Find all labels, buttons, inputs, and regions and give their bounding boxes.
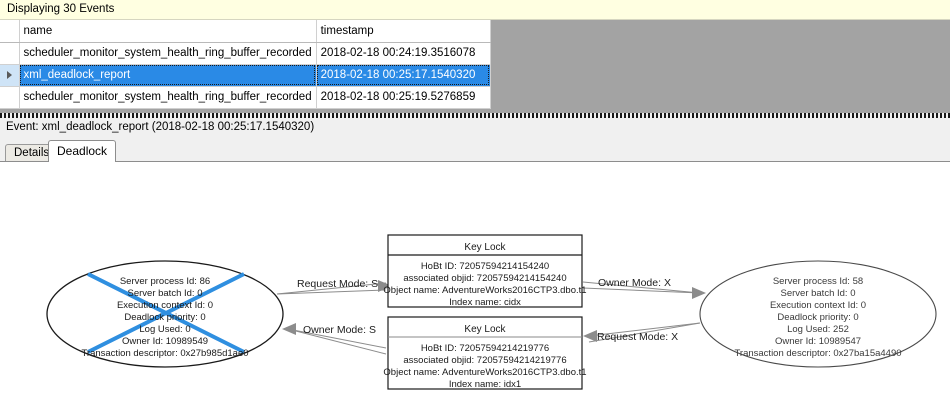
edge-right-request-label: Request Mode: X (597, 331, 678, 343)
tab-details[interactable]: Details (5, 144, 59, 162)
keylock-top-line-1: associated objid: 72057594214154240 (403, 273, 566, 284)
process-right-line-2: Execution context Id: 0 (770, 300, 866, 311)
tabstrip: Details Deadlock (0, 138, 950, 162)
process-right-line-4: Log Used: 252 (787, 324, 849, 335)
process-left-line-1: Server batch Id: 0 (128, 288, 203, 299)
process-right-line-0: Server process Id: 58 (773, 276, 863, 287)
row-name-cell[interactable]: xml_deadlock_report (19, 64, 317, 87)
edge-right-owner: Owner Mode: X (582, 277, 706, 299)
keylock-bottom-line-0: HoBt ID: 72057594214219776 (421, 343, 549, 354)
keylock-bottom-line-1: associated objid: 72057594214219776 (403, 355, 566, 366)
row-name-cell[interactable]: scheduler_monitor_system_health_ring_buf… (19, 42, 317, 65)
deadlock-victim-cross-icon (87, 272, 245, 354)
keylock-bottom-box[interactable] (387, 316, 583, 390)
edge-right-owner-label: Owner Mode: X (598, 277, 671, 289)
process-left-line-2: Execution context Id: 0 (117, 300, 213, 311)
events-grid[interactable]: name timestamp scheduler_monitor_system_… (0, 20, 491, 109)
row-marker-cell (0, 64, 20, 87)
grid-header-row: name timestamp (0, 20, 491, 43)
grid-header-name[interactable]: name (19, 20, 317, 43)
keylock-bottom-title: Key Lock (464, 324, 506, 335)
keylock-bottom-line-2: Object name: AdventureWorks2016CTP3.dbo.… (383, 367, 586, 378)
process-right-line-6: Transaction descriptor: 0x27ba15a4490 (734, 348, 901, 359)
row-marker-cell (0, 86, 20, 109)
process-node-right[interactable]: Server process Id: 58 Server batch Id: 0… (699, 260, 937, 368)
edge-left-owner: Owner Mode: S (282, 323, 387, 355)
event-header: Event: xml_deadlock_report (2018-02-18 0… (0, 118, 950, 138)
keylock-top-line-3: Index name: cidx (449, 297, 521, 308)
process-ellipse-right[interactable] (699, 260, 937, 368)
process-right-line-5: Owner Id: 10989547 (775, 336, 861, 347)
grid-header-marker[interactable] (0, 20, 20, 43)
keylock-top-line-2: Object name: AdventureWorks2016CTP3.dbo.… (383, 285, 586, 296)
resource-node-keylock-top[interactable]: Key Lock HoBt ID: 72057594214154240 asso… (383, 234, 587, 308)
row-timestamp-cell[interactable]: 2018-02-18 00:25:19.5276859 (316, 86, 491, 109)
row-marker-cell (0, 42, 20, 65)
deadlock-graph-svg: Request Mode: S Owner Mode: X Owner Mode… (46, 234, 937, 390)
process-right-line-3: Deadlock priority: 0 (777, 312, 858, 323)
tab-deadlock[interactable]: Deadlock (48, 140, 117, 162)
events-count-banner: Displaying 30 Events (0, 0, 950, 20)
keylock-top-title: Key Lock (464, 242, 506, 253)
edge-left-request-label: Request Mode: S (297, 278, 378, 290)
process-left-line-3: Deadlock priority: 0 (124, 312, 205, 323)
process-left-line-6: Transaction descriptor: 0x27b985d1ae0 (81, 348, 248, 359)
table-row[interactable]: scheduler_monitor_system_health_ring_buf… (0, 42, 491, 65)
events-grid-panel[interactable]: name timestamp scheduler_monitor_system_… (0, 20, 950, 118)
row-timestamp-cell[interactable]: 2018-02-18 00:25:17.1540320 (316, 64, 491, 87)
process-right-line-1: Server batch Id: 0 (781, 288, 856, 299)
process-left-line-4: Log Used: 0 (139, 324, 190, 335)
edge-left-request: Request Mode: S (276, 278, 392, 295)
resource-node-keylock-bottom[interactable]: Key Lock HoBt ID: 72057594214219776 asso… (383, 316, 587, 390)
row-name-cell[interactable]: scheduler_monitor_system_health_ring_buf… (19, 86, 317, 109)
process-left-line-5: Owner Id: 10989549 (122, 336, 208, 347)
keylock-top-line-0: HoBt ID: 72057594214154240 (421, 261, 549, 272)
events-count-label: Displaying 30 Events (7, 3, 115, 15)
keylock-bottom-line-3: Index name: idx1 (449, 379, 521, 390)
row-timestamp-cell[interactable]: 2018-02-18 00:24:19.3516078 (316, 42, 491, 65)
deadlock-graph-canvas[interactable]: Request Mode: S Owner Mode: X Owner Mode… (0, 161, 950, 400)
edge-left-owner-label: Owner Mode: S (303, 324, 376, 336)
process-node-left[interactable]: Server process Id: 86 Server batch Id: 0… (46, 260, 284, 368)
grid-splitter[interactable] (0, 113, 950, 118)
table-row[interactable]: scheduler_monitor_system_health_ring_buf… (0, 86, 491, 109)
grid-header-timestamp[interactable]: timestamp (316, 20, 491, 43)
table-row-selected[interactable]: xml_deadlock_report 2018-02-18 00:25:17.… (0, 64, 491, 87)
row-pointer-icon (6, 71, 12, 79)
edge-right-request: Request Mode: X (583, 322, 701, 343)
event-header-label: Event: xml_deadlock_report (2018-02-18 0… (6, 121, 315, 133)
keylock-top-box[interactable] (387, 234, 583, 308)
process-left-line-0: Server process Id: 86 (120, 276, 210, 287)
